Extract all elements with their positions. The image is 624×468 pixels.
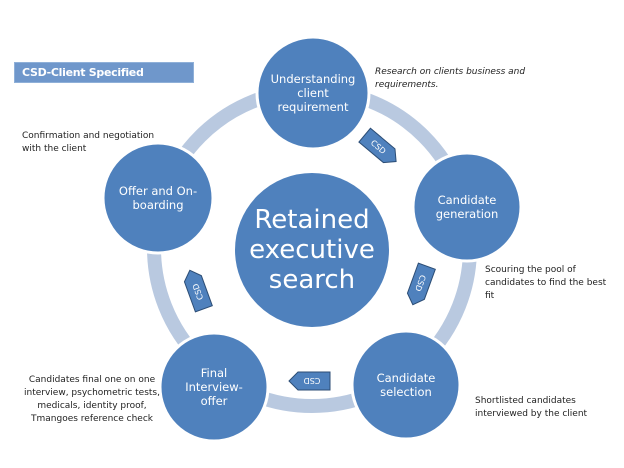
node-label-offer: Offer and On- boarding: [118, 184, 198, 212]
note-final: Candidates final one on one interview, p…: [24, 375, 160, 424]
csd-arrow-shape: [288, 371, 331, 391]
node-circle-offer: [101, 141, 215, 255]
csd-arrow: CSD: [406, 262, 436, 306]
center-label: Retained executive search: [249, 205, 375, 295]
node-circle-selection: [350, 329, 462, 441]
note-generation: Scouring the pool of candidates to find …: [485, 265, 607, 301]
node-circle-understanding: [255, 35, 371, 151]
node-label-final: Final Interview- offer: [185, 366, 243, 408]
node-circle-final: [158, 331, 270, 443]
csd-arrow-shape: [183, 269, 213, 313]
node-label-generation: Candidate generation: [435, 193, 499, 221]
csd-arrow-shape: [358, 127, 397, 164]
node-label-selection: Candidate selection: [376, 371, 436, 399]
csd-arrow-shape: [406, 262, 436, 306]
node-circle-generation: [411, 151, 523, 263]
note-understanding: Research on clients business and require…: [375, 67, 526, 90]
csd-arrow: CSD: [358, 127, 397, 164]
csd-arrow: CSD: [288, 371, 331, 391]
csd-arrow: CSD: [183, 269, 213, 313]
note-selection: Shortlisted candidates interviewed by th…: [475, 396, 588, 419]
node-label-understanding: Understanding client requirement: [270, 72, 356, 114]
note-offer: Confirmation and negotiation with the cl…: [22, 131, 155, 154]
csd-arrow-label: CSD: [304, 376, 321, 385]
center-circle: [233, 171, 391, 329]
csd-legend-badge: CSD-Client Specified Duration: [14, 62, 194, 98]
